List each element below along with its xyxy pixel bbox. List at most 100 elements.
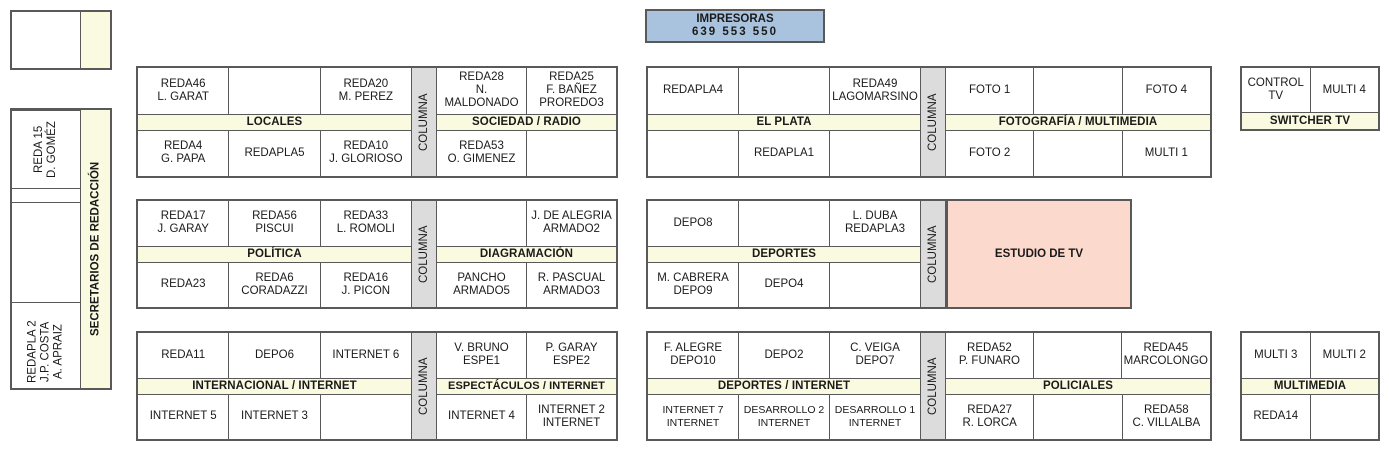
desk-cell: INTERNET 6 — [320, 333, 411, 378]
desk-cell: REDA56 PISCUI — [229, 201, 321, 246]
section-label-diagramacion: DIAGRAMACIÓN — [437, 245, 616, 263]
desk-cell: REDA20 M. PEREZ — [320, 68, 411, 114]
columna-divider: COLUMNA — [920, 333, 946, 439]
desk-cell: REDA27 R. LORCA — [946, 394, 1035, 439]
block-politica-diagramacion: REDA17 J. GARAY REDA56 PISCUI REDA33 L. … — [136, 199, 618, 309]
desk-cell — [1310, 394, 1378, 439]
desk-cell — [12, 302, 80, 316]
desk-cell: REDA4 G. PAPA — [138, 130, 230, 176]
desk-cell: DEPO2 — [739, 333, 830, 378]
desk-cell: FOTO 1 — [946, 68, 1035, 114]
desk-cell — [320, 394, 411, 439]
desk-cell: REDA23 — [138, 262, 230, 307]
desk-cell: DESARROLLO 2 INTERNET — [739, 394, 830, 439]
section-label-policiales: POLICIALES — [946, 377, 1210, 395]
desk-cell: F. ALEGRE DEPO10 — [648, 333, 739, 378]
secretarios-de-redaccion-block: REDA 15 D. GOMÉZ REDAPLA 2 J.P. COSTA A.… — [10, 108, 112, 390]
desk-cell: REDA52 P. FUNARO — [946, 333, 1034, 378]
desk-cell — [437, 201, 527, 246]
desk-cell: L. DUBA REDAPLA3 — [830, 201, 920, 246]
desk-cell: MULTI 2 — [1310, 333, 1378, 378]
block-deportes-policiales: F. ALEGRE DEPO10 DEPO2 C. VEIGA DEPO7 DE… — [646, 331, 1212, 441]
desk-cell: CONTROL TV — [1242, 68, 1311, 112]
desk-cell: M. CABRERA DEPO9 — [648, 262, 739, 307]
section-label-deportes-internet: DEPORTES / INTERNET — [648, 377, 920, 395]
columna-divider: COLUMNA — [920, 68, 946, 176]
desk-cell — [1034, 68, 1123, 114]
section-label-deportes: DEPORTES — [648, 245, 920, 263]
desk-cell: INTERNET 7 INTERNET — [648, 394, 739, 439]
columna-divider: COLUMNA — [920, 201, 946, 307]
left-top-yellow-strip — [81, 12, 110, 68]
section-label-internacional-internet: INTERNACIONAL / INTERNET — [138, 377, 411, 395]
desk-cell: REDAPLA4 — [648, 68, 739, 114]
desk-cell: FOTO 4 — [1122, 68, 1210, 114]
desk-cell: REDA28 N. MALDONADO — [437, 68, 527, 114]
estudio-de-tv-area: ESTUDIO DE TV — [946, 201, 1130, 307]
desk-cell — [12, 188, 80, 202]
desk-cell: REDA 15 D. GOMÉZ — [12, 110, 80, 188]
section-label-multimedia: MULTIMEDIA — [1242, 377, 1378, 395]
desk-cell: P. GARAY ESPE2 — [527, 333, 616, 378]
columna-divider: COLUMNA — [411, 201, 437, 307]
desk-cell — [648, 130, 739, 176]
desk-cell: J. DE ALEGRIA ARMADO2 — [527, 201, 616, 246]
desk-cell — [12, 202, 80, 302]
desk-cell: DEPO4 — [739, 262, 830, 307]
section-label-espectaculos-internet: ESPECTÁCULOS / INTERNET — [437, 377, 616, 395]
desk-cell: REDAPLA 2 J.P. COSTA A. APRAIZ — [12, 316, 80, 388]
impresoras-title: IMPRESORAS — [696, 13, 774, 25]
desk-cell: REDA17 J. GARAY — [138, 201, 230, 246]
block-elplata-fotografia: REDAPLA4 REDA49 LAGOMARSINO EL PLATA RED… — [646, 66, 1212, 178]
block-switcher-tv: CONTROL TV MULTI 4 SWITCHER TV — [1240, 66, 1380, 131]
desk-cell — [830, 262, 920, 307]
section-label-locales: LOCALES — [138, 113, 411, 131]
desk-cell — [1034, 394, 1123, 439]
desk-cell: REDA49 LAGOMARSINO — [830, 68, 920, 114]
desk-cell: INTERNET 3 — [229, 394, 321, 439]
desk-cell — [830, 130, 920, 176]
desk-cell: MULTI 3 — [1242, 333, 1311, 378]
desk-cell: DEPO8 — [648, 201, 739, 246]
desk-cell: V. BRUNO ESPE1 — [437, 333, 527, 378]
section-label-fotografia-multimedia: FOTOGRAFÍA / MULTIMEDIA — [946, 113, 1210, 131]
columna-divider: COLUMNA — [411, 333, 437, 439]
desk-cell — [739, 68, 830, 114]
block-internacional-espectaculos: REDA11 DEPO6 INTERNET 6 INTERNACIONAL / … — [136, 331, 618, 441]
block-locales-sociedad: REDA46 L. GARAT REDA20 M. PEREZ LOCALES … — [136, 66, 618, 178]
desk-cell: INTERNET 4 — [437, 394, 527, 439]
desk-cell: FOTO 2 — [946, 130, 1035, 176]
impresoras-numbers: 639 553 550 — [692, 26, 778, 38]
desk-cell: REDA45 MARCOLONGO — [1121, 333, 1210, 378]
section-label-el-plata: EL PLATA — [648, 113, 920, 131]
desk-cell: REDA46 L. GARAT — [138, 68, 230, 114]
desk-cell — [229, 68, 321, 114]
desk-cell: REDA6 CORADAZZI — [229, 262, 321, 307]
desk-cell: INTERNET 2 INTERNET — [527, 394, 616, 439]
desk-cell: REDA14 — [1242, 394, 1311, 439]
desk-cell — [1034, 130, 1123, 176]
columna-divider: COLUMNA — [411, 68, 437, 176]
section-label-politica: POLÍTICA — [138, 245, 411, 263]
desk-cell: DESARROLLO 1 INTERNET — [830, 394, 920, 439]
desk-cell — [527, 130, 616, 176]
desk-cell: REDA11 — [138, 333, 230, 378]
section-label-switcher-tv: SWITCHER TV — [1242, 112, 1378, 129]
desk-cell: REDAPLA5 — [229, 130, 321, 176]
secretarios-label: SECRETARIOS DE REDACCIÓN — [81, 110, 110, 388]
desk-cell: REDA25 F. BAÑEZ PROREDO3 — [527, 68, 616, 114]
desk-cell — [1033, 333, 1122, 378]
left-top-white-cell — [12, 12, 81, 68]
desk-cell: MULTI 1 — [1122, 130, 1210, 176]
desk-cell: REDA10 J. GLORIOSO — [320, 130, 411, 176]
desk-cell: REDA33 L. ROMOLI — [320, 201, 411, 246]
section-label-sociedad-radio: SOCIEDAD / RADIO — [437, 113, 616, 131]
desk-cell: REDAPLA1 — [739, 130, 830, 176]
desk-cell: C. VEIGA DEPO7 — [830, 333, 920, 378]
block-multimedia: MULTI 3 MULTI 2 MULTIMEDIA REDA14 — [1240, 331, 1380, 441]
impresoras-box: IMPRESORAS 639 553 550 — [645, 9, 825, 43]
desk-cell: REDA58 C. VILLALBA — [1122, 394, 1210, 439]
desk-cell: MULTI 4 — [1310, 68, 1378, 112]
desk-cell: REDA16 J. PICON — [320, 262, 411, 307]
